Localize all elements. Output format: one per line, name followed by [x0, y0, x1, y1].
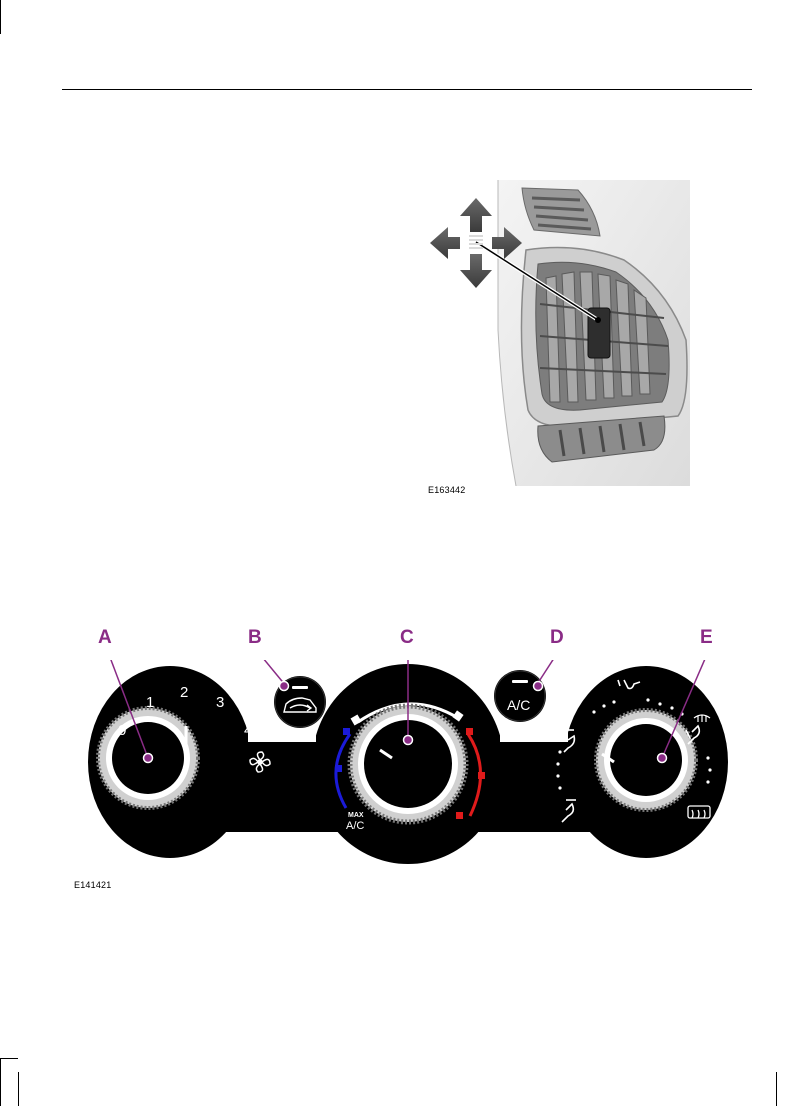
- fan-speed-1: 1: [146, 694, 154, 711]
- fan-speed-2: 2: [180, 684, 188, 701]
- header-rule: [62, 89, 752, 90]
- max-ac-small-label: MAX: [348, 812, 364, 819]
- ac-button: [494, 670, 546, 722]
- callout-dot-d: [534, 682, 543, 691]
- fan-speed-0: 0: [118, 722, 126, 739]
- callout-dot-a: [144, 754, 153, 763]
- air-vent-illustration: [428, 180, 690, 486]
- figure-code: E141421: [74, 880, 111, 890]
- figure-code: E163442: [428, 485, 465, 495]
- callout-dot-c: [404, 736, 413, 745]
- max-ac-label: A/C: [346, 820, 364, 832]
- crop-mark: [0, 1058, 1, 1106]
- callout-dot-e: [658, 754, 667, 763]
- callout-c: C: [400, 627, 414, 649]
- fan-speed-4: 4: [244, 722, 252, 739]
- crop-mark: [18, 1072, 19, 1106]
- callout-dot-b: [280, 682, 289, 691]
- callout-d: D: [550, 627, 564, 649]
- callout-b: B: [248, 627, 262, 649]
- crop-mark: [0, 0, 1, 34]
- fan-speed-3: 3: [216, 694, 224, 711]
- crop-mark: [0, 1058, 18, 1059]
- callout-e: E: [700, 627, 713, 649]
- callout-a: A: [98, 627, 112, 649]
- crop-mark: [776, 1072, 777, 1106]
- ac-button-label: A/C: [507, 697, 530, 713]
